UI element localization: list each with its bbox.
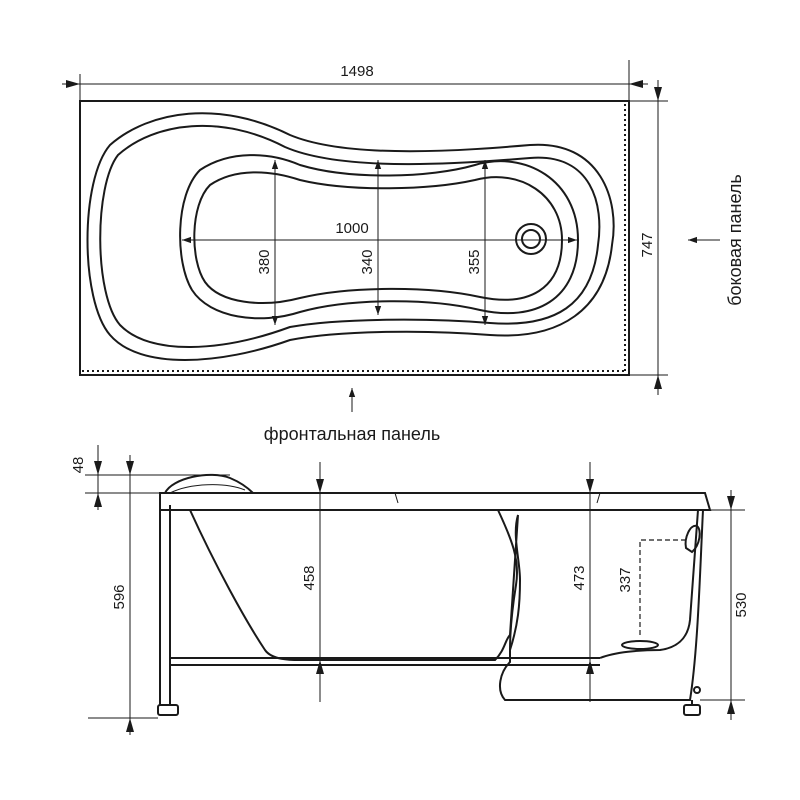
front-panel-label: фронтальная панель xyxy=(264,424,440,444)
dim-458-arrow-bottom xyxy=(316,660,324,674)
dim-rim-thickness: 48 xyxy=(70,457,87,474)
foot-left xyxy=(157,704,179,716)
dim-arrow-left xyxy=(66,80,80,88)
drain-inner xyxy=(521,229,541,249)
dim-width-left: 380 xyxy=(256,249,273,274)
bowl-outer-contour xyxy=(179,154,580,320)
dim-depth-right: 473 xyxy=(571,565,588,590)
dim-overall-width: 747 xyxy=(639,232,656,257)
dim-overflow-height: 337 xyxy=(617,567,634,592)
side-panel-label: боковая панель xyxy=(725,174,745,306)
dim-arrow-right xyxy=(629,80,643,88)
dim-total-height: 596 xyxy=(111,584,128,609)
waste-drain xyxy=(621,640,659,650)
wave-cut xyxy=(497,509,518,651)
dim-596-arrow-bottom xyxy=(126,718,134,732)
dim-depth-left: 458 xyxy=(301,565,318,590)
headrest-inner xyxy=(169,484,246,494)
foot-right xyxy=(683,704,701,716)
overflow-pipe xyxy=(639,539,686,638)
drain-outer xyxy=(515,223,547,255)
dim-530-arrow-bottom xyxy=(727,700,735,714)
dim-arrow-bottom xyxy=(654,375,662,389)
tub-outline-rect xyxy=(79,100,630,376)
tub-body xyxy=(189,509,704,701)
dim-48-arrow-top xyxy=(94,461,102,475)
top-view: 1000 380 340 355 1498 747 боковая панель… xyxy=(62,60,745,444)
side-view: 48 596 458 473 337 530 xyxy=(70,445,750,735)
dim-panel-height: 530 xyxy=(733,592,750,617)
dim-48-arrow-bottom xyxy=(94,493,102,507)
rim-joint-right xyxy=(596,492,601,504)
right-bowl xyxy=(599,509,699,659)
dim-inner-length: 1000 xyxy=(335,220,368,237)
right-marker xyxy=(693,686,701,694)
rim-band xyxy=(159,492,712,511)
headrest xyxy=(164,473,254,494)
dim-width-middle: 340 xyxy=(359,249,376,274)
dim-arrow-top xyxy=(654,87,662,101)
dim-width-right: 355 xyxy=(466,249,483,274)
dim-473-arrow-top xyxy=(586,479,594,493)
dim-overall-length: 1498 xyxy=(340,63,373,80)
rim-inner-contour xyxy=(99,124,601,348)
rim-outer-contour xyxy=(86,112,615,361)
dim-596-arrow-top xyxy=(126,461,134,475)
dim-458-arrow-top xyxy=(316,479,324,493)
dim-473-arrow-bottom xyxy=(586,660,594,674)
bowl-inner-contour xyxy=(193,171,564,304)
dim-530-arrow-top xyxy=(727,496,735,510)
rim-joint-left xyxy=(394,492,399,504)
overflow-outlet xyxy=(684,524,701,554)
